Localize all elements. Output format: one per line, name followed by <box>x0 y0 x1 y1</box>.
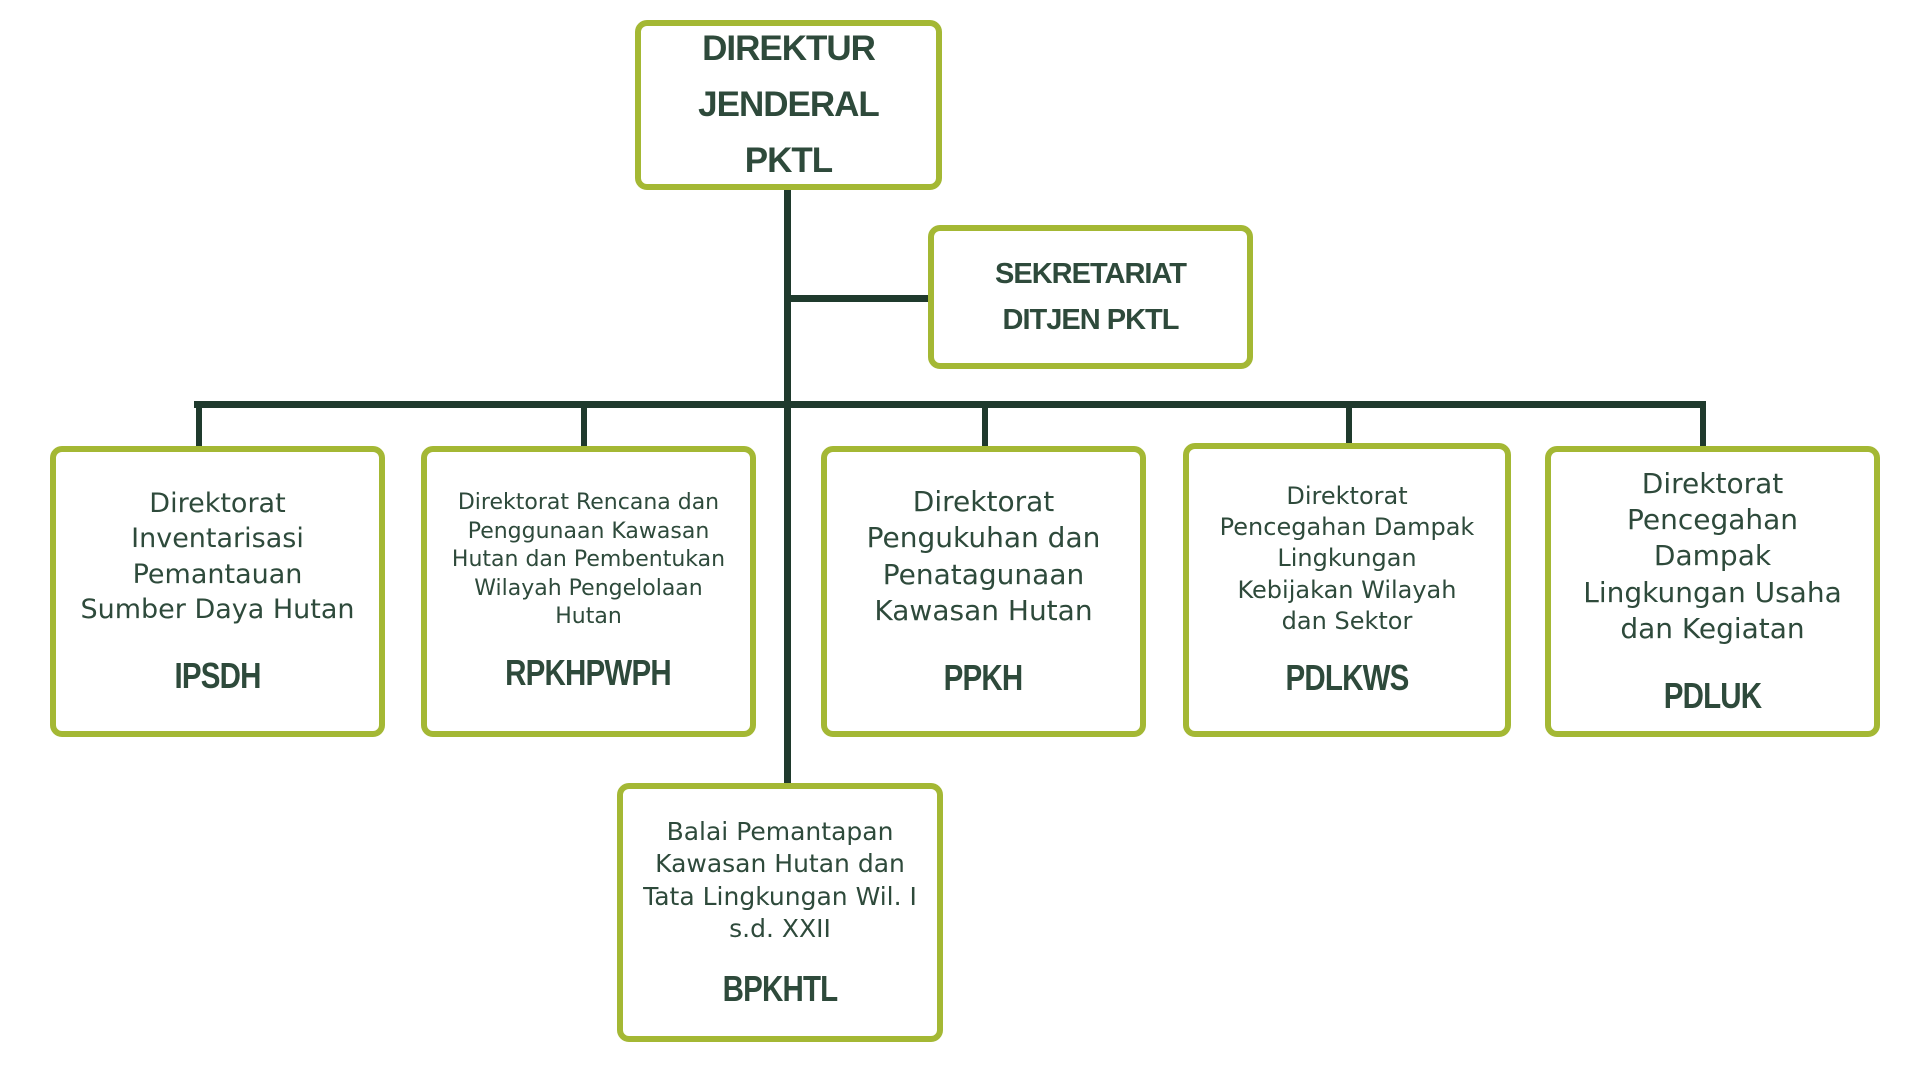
connector-horizontal-bus <box>194 401 1703 408</box>
directorate-description: Direktorat Inventarisasi Pemantauan Sumb… <box>80 488 355 625</box>
connector-drop-pdlkws <box>1346 401 1352 446</box>
node-direktur-jenderal: DIREKTUR JENDERAL PKTL <box>635 20 942 190</box>
balai-abbreviation: BPKHTL <box>722 967 839 1009</box>
node-title-line2: DITJEN PKTL <box>1002 304 1180 336</box>
node-directorate-pdluk: Direktorat Pencegahan Dampak Lingkungan … <box>1545 446 1880 737</box>
node-balai-bpkhtl: Balai Pemantapan Kawasan Hutan dan Tata … <box>617 783 943 1042</box>
connector-drop-ipsdh <box>196 401 202 446</box>
node-title-line2: PKTL <box>744 141 833 180</box>
connector-main-vertical <box>784 188 791 783</box>
connector-drop-ppkh <box>982 401 988 446</box>
directorate-description: Direktorat Pengukuhan dan Penatagunaan K… <box>866 484 1101 627</box>
connector-drop-pdluk <box>1700 401 1706 446</box>
directorate-abbreviation: IPSDH <box>174 654 261 696</box>
directorate-abbreviation: PDLUK <box>1663 675 1762 717</box>
node-title-line1: SEKRETARIAT <box>995 257 1187 290</box>
directorate-description: Direktorat Pencegahan Dampak Lingkungan … <box>1583 466 1842 646</box>
directorate-description: Direktorat Pencegahan Dampak Lingkungan … <box>1219 482 1475 635</box>
connector-secretariat <box>788 295 928 302</box>
node-directorate-ppkh: Direktorat Pengukuhan dan Penatagunaan K… <box>821 446 1146 737</box>
directorate-abbreviation: RPKHPWPH <box>505 651 672 693</box>
directorate-abbreviation: PPKH <box>944 657 1024 699</box>
node-directorate-pdlkws: Direktorat Pencegahan Dampak Lingkungan … <box>1183 443 1511 737</box>
node-directorate-ipsdh: Direktorat Inventarisasi Pemantauan Sumb… <box>50 446 385 737</box>
connector-drop-rpkhpwph <box>581 401 587 446</box>
node-sekretariat: SEKRETARIAT DITJEN PKTL <box>928 225 1253 369</box>
directorate-description: Direktorat Rencana dan Penggunaan Kawasa… <box>451 490 726 630</box>
directorate-abbreviation: PDLKWS <box>1285 656 1410 698</box>
node-directorate-rpkhpwph: Direktorat Rencana dan Penggunaan Kawasa… <box>421 446 756 737</box>
balai-description: Balai Pemantapan Kawasan Hutan dan Tata … <box>643 816 917 944</box>
node-title-line1: DIREKTUR JENDERAL <box>698 29 880 124</box>
